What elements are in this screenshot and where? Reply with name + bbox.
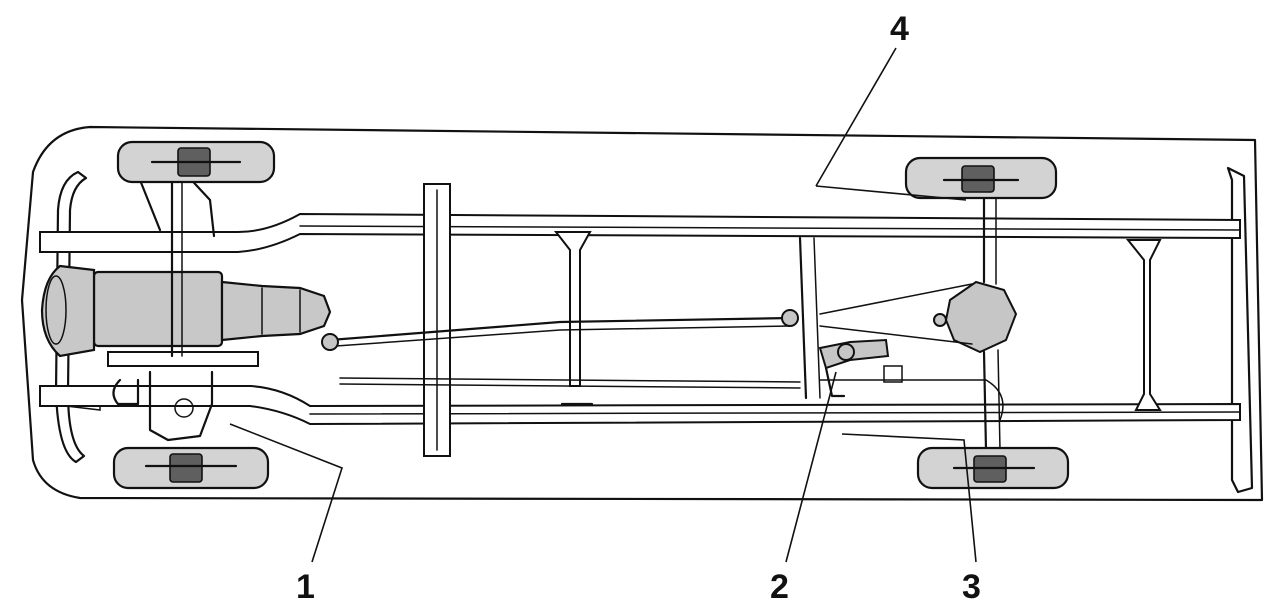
frame-rail-inner-upper <box>299 225 1241 231</box>
front-steering-link-lower <box>148 370 214 442</box>
rear-differential <box>944 280 1018 354</box>
front-brake-hose-lower <box>112 378 140 406</box>
rear-axle-right-half <box>982 350 988 452</box>
rear-differential-pinion <box>933 313 947 327</box>
engine-front-pulley <box>40 264 96 358</box>
front-right-brake <box>169 453 203 483</box>
leader-line-1 <box>229 423 343 563</box>
front-lower-joint <box>174 398 194 418</box>
cross-member-middle <box>553 231 592 387</box>
brake-cable-long <box>328 316 792 342</box>
leader-line-2 <box>785 371 837 563</box>
regulator-lever <box>824 366 846 398</box>
callout-4: 4 <box>890 10 909 48</box>
frame-rail-lower <box>39 385 1241 426</box>
frame-rail-inner-lower <box>309 411 1241 415</box>
regulator-bracket <box>883 365 903 383</box>
rear-brake-line-fan-lower <box>819 325 973 345</box>
rear-brake-line-curve <box>985 379 1004 421</box>
leader-line-3 <box>841 433 977 563</box>
front-bumper <box>54 170 88 464</box>
leader-line-4 <box>815 47 967 201</box>
cross-member-rear <box>1125 239 1162 411</box>
engine-fan <box>45 275 67 345</box>
callout-2: 2 <box>770 568 789 606</box>
regulator-lever-pivot <box>837 343 855 361</box>
callout-3: 3 <box>962 568 981 606</box>
transmission <box>220 280 332 342</box>
engine-block <box>92 270 224 348</box>
rear-axle-right-half-2 <box>997 349 1001 451</box>
frame-rail-upper <box>39 212 1241 253</box>
brake-line-lower <box>339 377 801 383</box>
body-outline <box>20 125 1264 502</box>
rear-axle-housing-inner <box>813 237 821 399</box>
rear-axle-housing-pivot <box>781 309 799 327</box>
brake-line-lower-2 <box>339 383 801 389</box>
transmission-output <box>321 333 339 351</box>
front-axle-beam <box>107 351 259 367</box>
brake-cable-long-2 <box>335 325 791 347</box>
rear-bumper <box>1226 166 1254 494</box>
rear-axle-housing <box>798 236 808 400</box>
rear-brake-line-fan-upper <box>819 283 973 315</box>
callout-1: 1 <box>296 568 315 606</box>
